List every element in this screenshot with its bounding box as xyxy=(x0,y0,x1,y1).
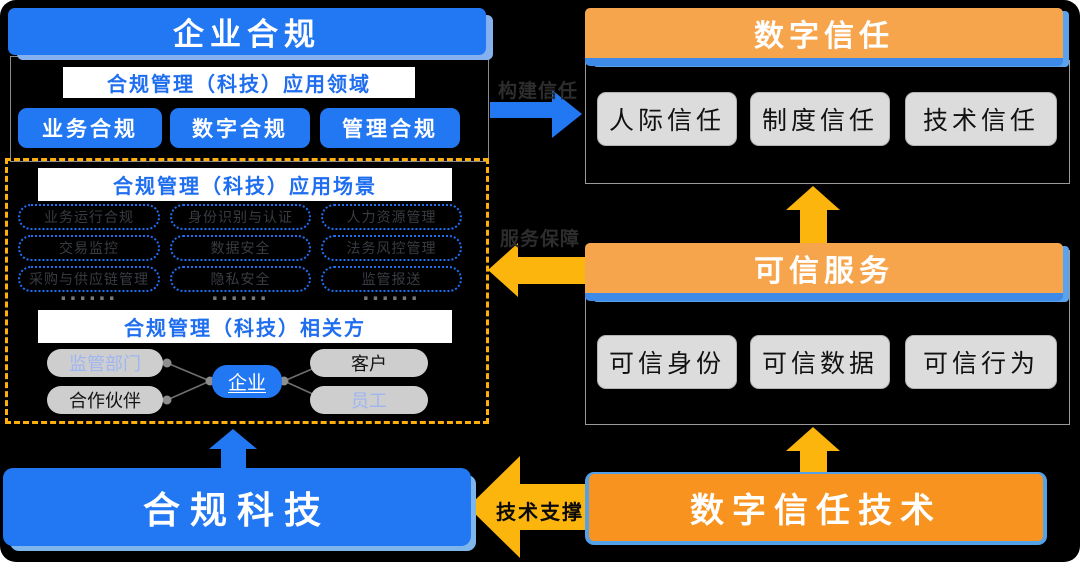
services-to-trust-up-arrow xyxy=(800,209,827,244)
build-trust-arrow-head-icon xyxy=(552,90,582,138)
trusted-services-header: 可信服务 xyxy=(585,243,1063,301)
service-card-trusted-identity: 可信身份 xyxy=(597,335,737,389)
scene-pill: 法务风控管理 xyxy=(321,235,462,261)
scene-pill: 交易监控 xyxy=(18,235,160,261)
application-domain-frame xyxy=(10,56,489,162)
domain-item-business-compliance: 业务合规 xyxy=(18,108,162,148)
application-scenes-frame xyxy=(5,158,489,424)
stakeholder-employees: 员工 xyxy=(310,386,428,414)
scene-pill-grid: 业务运行合规 身份识别与认证 人力资源管理 交易监控 数据安全 法务风控管理 采… xyxy=(18,204,462,292)
service-guarantee-arrow xyxy=(516,257,586,284)
compliance-tech-up-arrow xyxy=(221,448,246,469)
service-card-trusted-behavior: 可信行为 xyxy=(905,335,1057,389)
build-trust-arrow xyxy=(490,102,554,118)
trust-card-technical: 技术信任 xyxy=(905,92,1057,146)
ellipsis-dots: ...... xyxy=(362,284,421,302)
trust-card-institutional: 制度信任 xyxy=(750,92,890,146)
scene-pill: 人力资源管理 xyxy=(321,204,462,230)
stakeholder-customers: 客户 xyxy=(310,349,428,377)
scene-pill: 采购与供应链管理 xyxy=(18,266,160,292)
compliance-tech-up-arrow-head-icon xyxy=(209,429,257,449)
scene-pill: 身份识别与认证 xyxy=(170,204,311,230)
scene-pill: 监管报送 xyxy=(321,266,462,292)
tech-to-services-up-arrow-head-icon xyxy=(786,427,840,451)
tech-support-arrow-head-icon xyxy=(468,456,520,558)
scene-pill: 隐私安全 xyxy=(170,266,311,292)
stakeholder-partners: 合作伙伴 xyxy=(47,386,163,414)
build-trust-label: 构建信任 xyxy=(498,81,579,102)
domain-item-digital-compliance: 数字合规 xyxy=(170,108,310,148)
application-scenes-title: 合规管理（科技）应用场景 xyxy=(38,168,452,201)
domain-item-management-compliance: 管理合规 xyxy=(320,108,460,148)
digital-trust-tech-box: 数字信任技术 xyxy=(585,472,1047,545)
scene-ellipsis-row: ...... ...... ...... xyxy=(18,284,462,302)
enterprise-compliance-header: 企业合规 xyxy=(8,8,486,55)
service-guarantee-arrow-head-icon xyxy=(488,243,518,297)
digital-trust-header: 数字信任 xyxy=(585,8,1063,66)
tech-support-arrow xyxy=(518,484,586,530)
tech-to-services-up-arrow xyxy=(800,450,827,473)
compliance-tech-box: 合规科技 xyxy=(3,468,471,546)
services-to-trust-up-arrow-head-icon xyxy=(786,186,840,210)
stakeholders-title: 合规管理（科技）相关方 xyxy=(38,310,452,343)
ellipsis-dots: ...... xyxy=(59,284,118,302)
trust-card-interpersonal: 人际信任 xyxy=(597,92,737,146)
application-domain-title: 合规管理（科技）应用领域 xyxy=(63,67,415,98)
service-guarantee-label: 服务保障 xyxy=(500,229,581,250)
scene-pill: 数据安全 xyxy=(170,235,311,261)
service-card-trusted-data: 可信数据 xyxy=(750,335,890,389)
enterprise-label: 企业 xyxy=(227,373,266,394)
stakeholder-enterprise-node: 企业 xyxy=(212,365,282,398)
stakeholder-regulators: 监管部门 xyxy=(47,349,163,377)
tech-support-label: 技术支撑 xyxy=(496,502,584,524)
ellipsis-dots: ...... xyxy=(211,284,270,302)
scene-pill: 业务运行合规 xyxy=(18,204,160,230)
